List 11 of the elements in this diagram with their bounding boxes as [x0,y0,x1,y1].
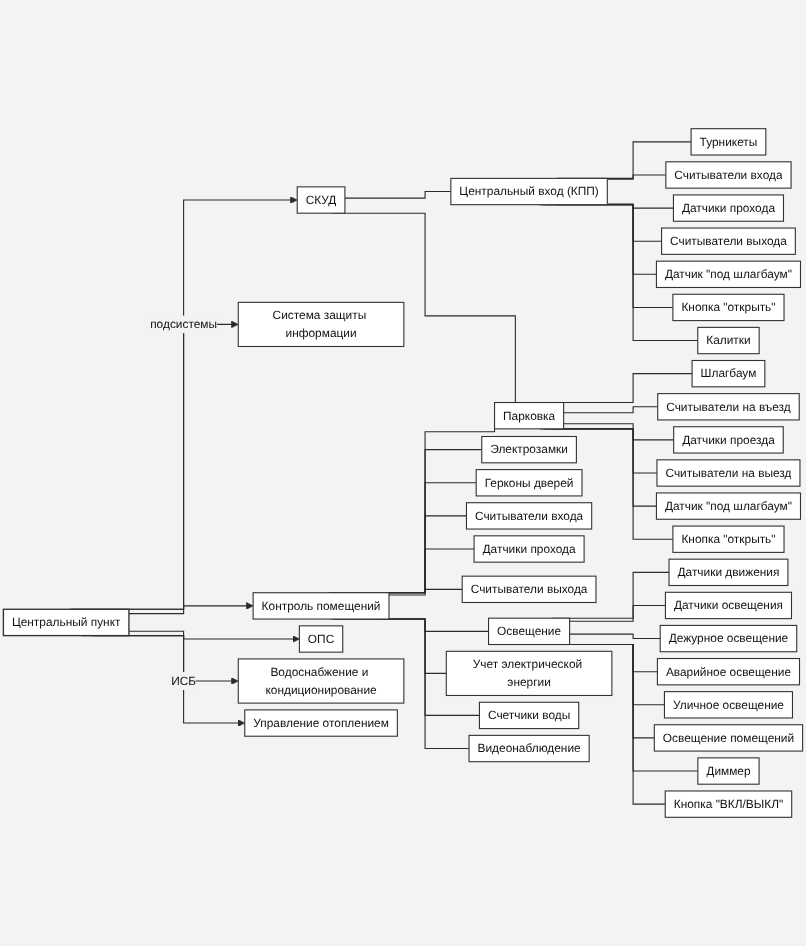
connector [561,373,693,404]
connector [606,203,674,209]
connector [388,588,463,596]
connector [569,604,666,622]
connector [569,633,661,640]
connector [344,191,452,199]
connector [563,423,675,441]
arrow [128,602,254,615]
connector [563,406,659,414]
connector [606,174,667,180]
arrow [128,630,300,643]
